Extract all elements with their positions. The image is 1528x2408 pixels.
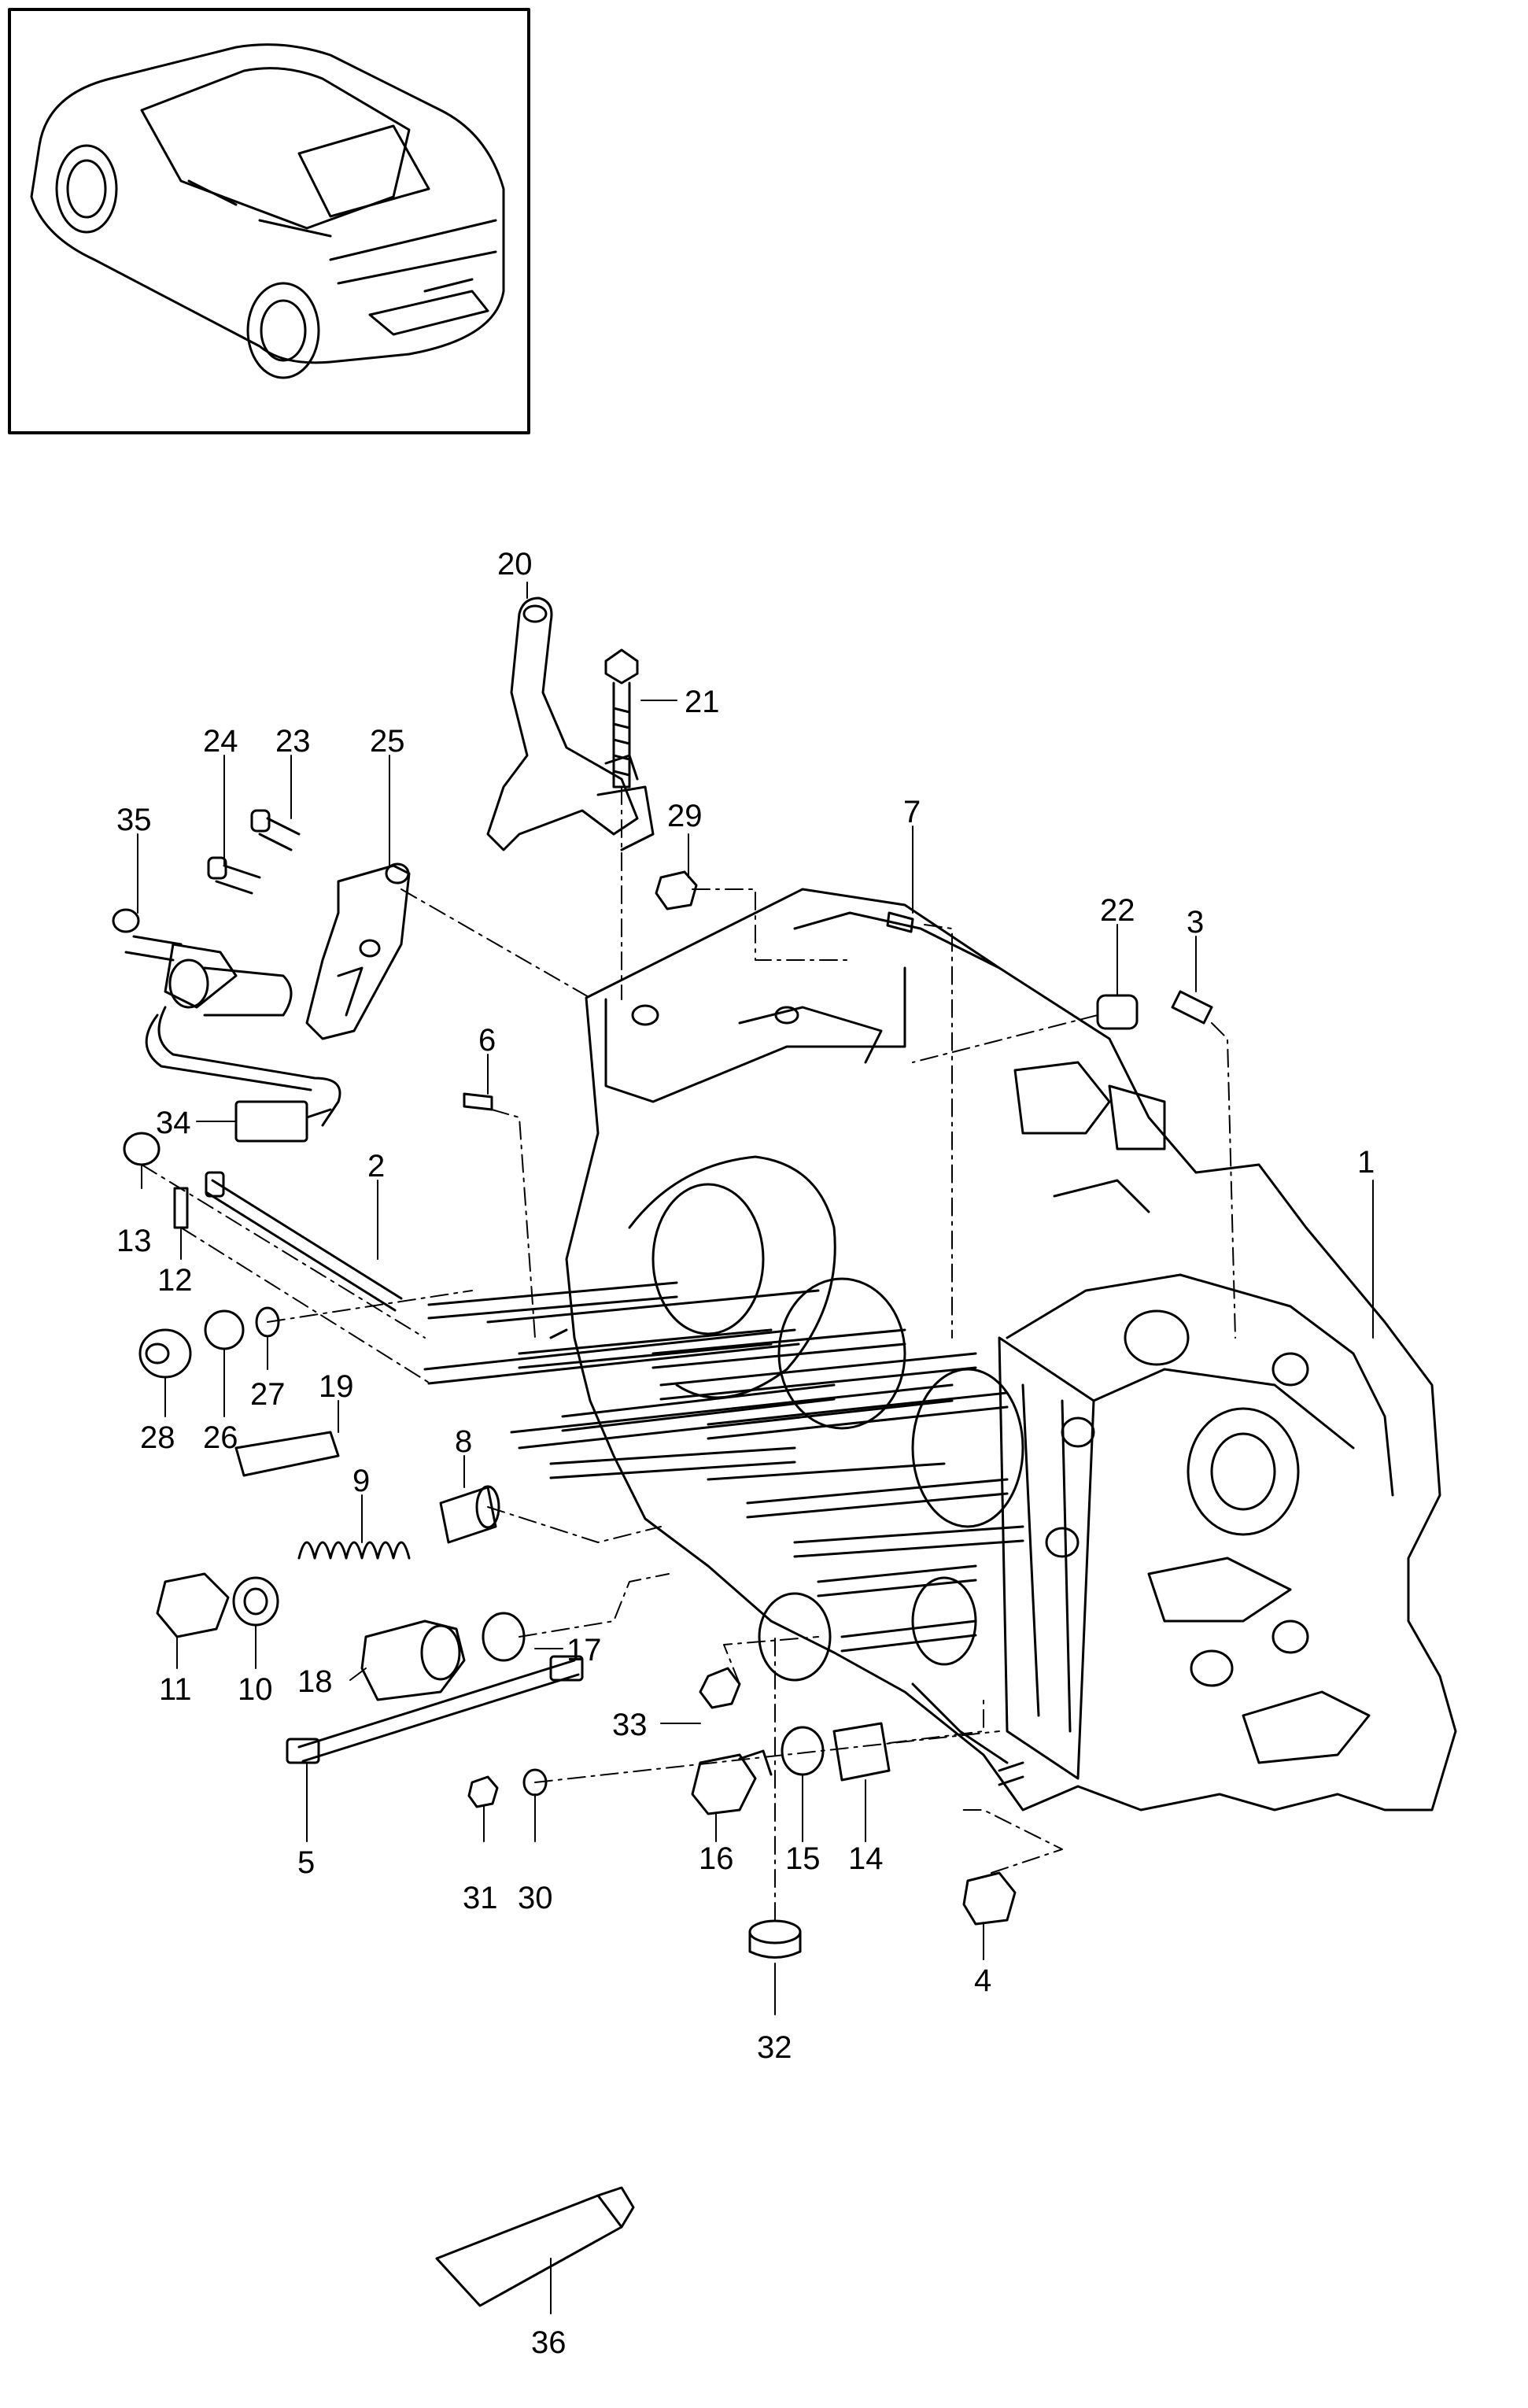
callout-19: 19: [319, 1369, 354, 1404]
crankcase-body: [565, 888, 1457, 1812]
callout-33: 33: [612, 1708, 648, 1742]
callout-26: 26: [203, 1420, 238, 1455]
guide-lines: [141, 786, 1236, 1921]
callout-12: 12: [157, 1263, 193, 1298]
callout-20: 20: [497, 547, 533, 582]
callout-34: 34: [156, 1106, 191, 1140]
bolt-part-21: [604, 648, 639, 789]
callout-22: 22: [1100, 893, 1135, 928]
callout-2: 2: [367, 1149, 385, 1184]
callout-32: 32: [757, 2030, 792, 2065]
callout-27: 27: [250, 1377, 286, 1412]
callout-23: 23: [275, 724, 311, 759]
callout-31: 31: [463, 1881, 498, 1915]
callout-8: 8: [455, 1424, 472, 1459]
vehicle-thumbnail: [8, 8, 530, 434]
callout-16: 16: [699, 1841, 734, 1876]
callout-24: 24: [203, 724, 238, 759]
callout-13: 13: [116, 1224, 152, 1258]
callout-6: 6: [478, 1023, 496, 1058]
callout-5: 5: [297, 1845, 315, 1880]
callout-35: 35: [116, 803, 152, 837]
callout-9: 9: [352, 1464, 370, 1498]
callout-11: 11: [159, 1672, 192, 1707]
callout-labels: 1 2 3 4 5 6 7 8 9 10 11 12 13 14 15 16 1…: [116, 547, 1375, 2360]
thumbnail-frame: [8, 8, 530, 434]
leader-lines: [137, 582, 1374, 2314]
callout-3: 3: [1187, 905, 1204, 940]
callout-36: 36: [531, 2325, 567, 2360]
callout-18: 18: [297, 1664, 333, 1699]
callout-1: 1: [1357, 1145, 1375, 1180]
car-icon: [30, 43, 505, 379]
callout-28: 28: [140, 1420, 175, 1455]
callout-30: 30: [518, 1881, 553, 1915]
callout-29: 29: [667, 799, 703, 833]
callout-4: 4: [974, 1963, 991, 1998]
callout-21: 21: [685, 685, 720, 719]
callout-7: 7: [903, 795, 921, 829]
studs-and-bolts: [205, 1171, 1024, 1786]
callout-17: 17: [567, 1633, 602, 1668]
callout-10: 10: [238, 1672, 273, 1707]
sensor-assembly: [112, 809, 411, 1143]
callout-25: 25: [370, 724, 405, 759]
callout-14: 14: [848, 1841, 884, 1876]
callout-15: 15: [785, 1841, 821, 1876]
